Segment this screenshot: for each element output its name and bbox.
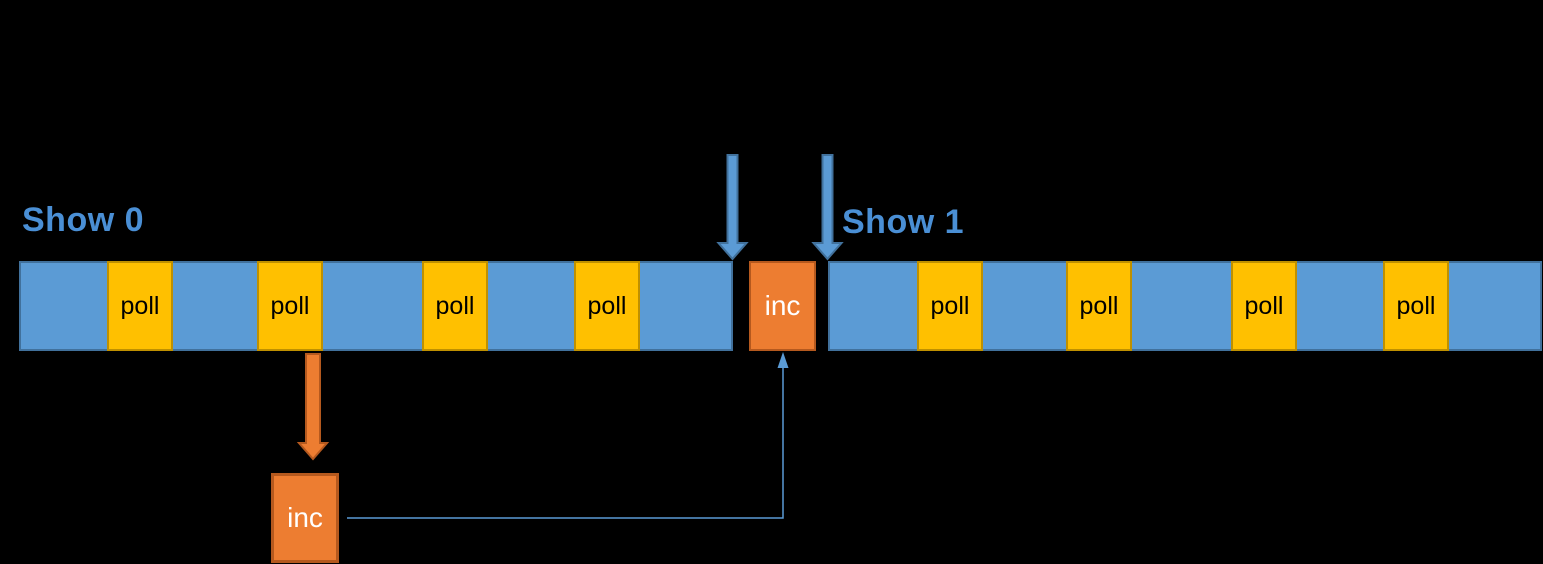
return-connector-up-arrowhead-icon [777,352,789,368]
detach-down-arrow-icon [296,353,330,461]
show0-end-down-arrow-icon [716,154,749,261]
poll-block: poll [574,261,640,351]
poll-block: poll [1066,261,1132,351]
poll-block: poll [917,261,983,351]
poll-block: poll [1231,261,1297,351]
poll-block: poll [257,261,323,351]
inc-block-inline: inc [749,261,816,351]
show1-label: Show 1 [842,203,965,241]
return-connector-line [347,367,784,519]
show0-label: Show 0 [22,201,145,239]
show1-start-down-arrow-icon [811,154,844,261]
poll-block: poll [422,261,488,351]
inc-block-detached: inc [271,473,339,563]
poll-block: poll [1383,261,1449,351]
poll-block: poll [107,261,173,351]
